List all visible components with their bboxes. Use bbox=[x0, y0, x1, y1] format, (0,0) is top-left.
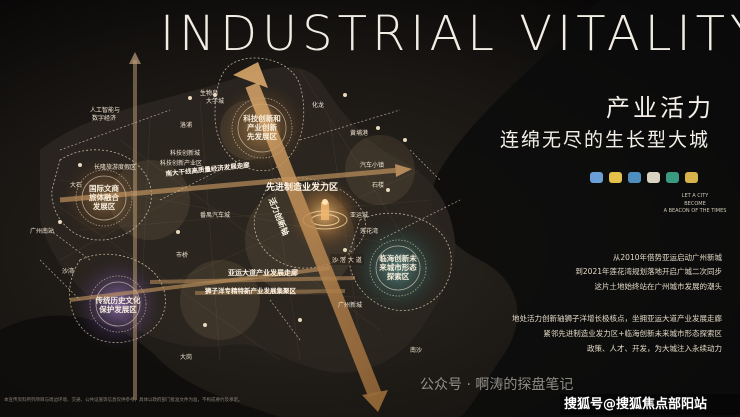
section-title: 产业活力 bbox=[606, 94, 714, 122]
tagline-line: LET A CITY bbox=[681, 193, 709, 199]
page-title: INDUSTRIAL VITALITY bbox=[160, 6, 740, 62]
zone-label-line: 临海创新未 bbox=[379, 254, 417, 263]
band-label-advanced-manufacturing: 先进制造业发力区 bbox=[266, 183, 339, 193]
watermark-text: 公众号 · 啊涛的探盘笔记 bbox=[420, 377, 574, 393]
zone-label-coastal-innovation: 临海创新未 来城市形态 探索区 bbox=[372, 254, 424, 281]
disclaimer-footnote: 本宣传资料所列项目与周边环境、交通、公共设施等信息仅供参考，具体以政府部门批准文… bbox=[4, 398, 243, 403]
zone-label-line: 来城市形态 bbox=[379, 263, 417, 272]
place-label: 市桥 bbox=[176, 252, 189, 259]
place-label: 黄埔港 bbox=[350, 130, 369, 137]
place-label: 人工智能与 bbox=[90, 107, 121, 114]
info-text: 地处活力创新轴狮子洋增长极核点，坐拥亚运大道产业发展走廊 bbox=[512, 314, 722, 323]
place-label: 洛浦 bbox=[180, 122, 193, 129]
zone-label-line: 保护发展区 bbox=[99, 305, 137, 314]
watermark-badge: 搜狐号@搜狐焦点部阳站 bbox=[560, 394, 740, 415]
zone-label-line: 探索区 bbox=[386, 272, 410, 281]
place-label: 数字经济 bbox=[92, 115, 117, 122]
info-text: 到2021年莲花湾规划落地开启广城二次同步 bbox=[575, 267, 722, 276]
place-label: 大岗 bbox=[180, 354, 193, 361]
tagline: LET A CITY BECOME A BEACON OF THE TIMES bbox=[650, 193, 740, 216]
place-label: 广州南站 bbox=[30, 228, 55, 235]
zone-label-line: 国际文商 bbox=[89, 184, 119, 193]
place-label: 番禺汽车城 bbox=[200, 212, 231, 219]
hub-label: 沙 滘 大 道 bbox=[330, 254, 364, 265]
zone-label-line: 科技创新和 bbox=[243, 114, 281, 123]
place-label: 长隆旅游度假区 bbox=[94, 164, 137, 171]
place-label: 莲花湾 bbox=[360, 228, 379, 235]
place-label: 生物岛 bbox=[200, 90, 219, 97]
place-label: 大学城 bbox=[206, 98, 225, 105]
zone-label-line: 发展区 bbox=[92, 202, 116, 211]
section-subtitle: 连绵无尽的生长型大城 bbox=[499, 129, 710, 151]
zone-label-line: 产业创新 bbox=[247, 123, 277, 132]
band-label-yayun-corridor: 亚运大道产业发展走廊 bbox=[228, 269, 298, 277]
partner-logo-icon bbox=[647, 171, 660, 183]
zone-label-line: 旅体融合 bbox=[89, 193, 119, 202]
tagline-line: BECOME bbox=[684, 200, 706, 207]
place-label: 广州新城 bbox=[338, 302, 363, 309]
partner-logo-icon bbox=[685, 171, 698, 183]
tagline-line: A BEACON OF THE TIMES bbox=[663, 208, 727, 214]
partner-logo-icon bbox=[609, 171, 622, 183]
info-text: 紧邻先进制造业发力区+临海创新未来城市形态探索区 bbox=[543, 329, 722, 338]
zone-label-tech-innovation: 科技创新和 产业创新 先发展区 bbox=[236, 114, 288, 141]
place-label: 南沙 bbox=[410, 347, 423, 354]
place-label: 沙湾 bbox=[62, 268, 75, 275]
info-text: 从2010年借势亚运启动广州新城 bbox=[612, 253, 722, 262]
partner-logo-icon bbox=[628, 171, 641, 183]
partner-logo-row bbox=[590, 170, 730, 184]
zone-label-historic-culture: 传统历史文化 保护发展区 bbox=[86, 296, 150, 314]
place-label: 科技创新产业区 bbox=[160, 160, 203, 167]
place-label: 汽车小镇 bbox=[360, 162, 385, 169]
place-label: 大石 bbox=[70, 182, 83, 189]
zone-label-line: 传统历史文化 bbox=[95, 296, 141, 305]
place-label: 亚运城 bbox=[350, 212, 369, 219]
band-label-shiziyang-growth: 狮子洋专精特新产业发展集聚区 bbox=[205, 287, 296, 295]
place-label: 科技创新城 bbox=[170, 150, 201, 157]
partner-logo-icon bbox=[666, 171, 679, 183]
zone-label-international-culture: 国际文商 旅体融合 发展区 bbox=[80, 184, 128, 211]
info-text: 政策、人才、开发，为大城注入永续动力 bbox=[587, 344, 722, 353]
place-label: 化龙 bbox=[312, 102, 325, 109]
zone-label-line: 先发展区 bbox=[247, 132, 277, 141]
partner-logo-icon bbox=[590, 171, 603, 183]
place-label: 石楼 bbox=[372, 182, 385, 189]
info-text: 这片土地始终站在广州城市发展的潮头 bbox=[594, 282, 723, 291]
